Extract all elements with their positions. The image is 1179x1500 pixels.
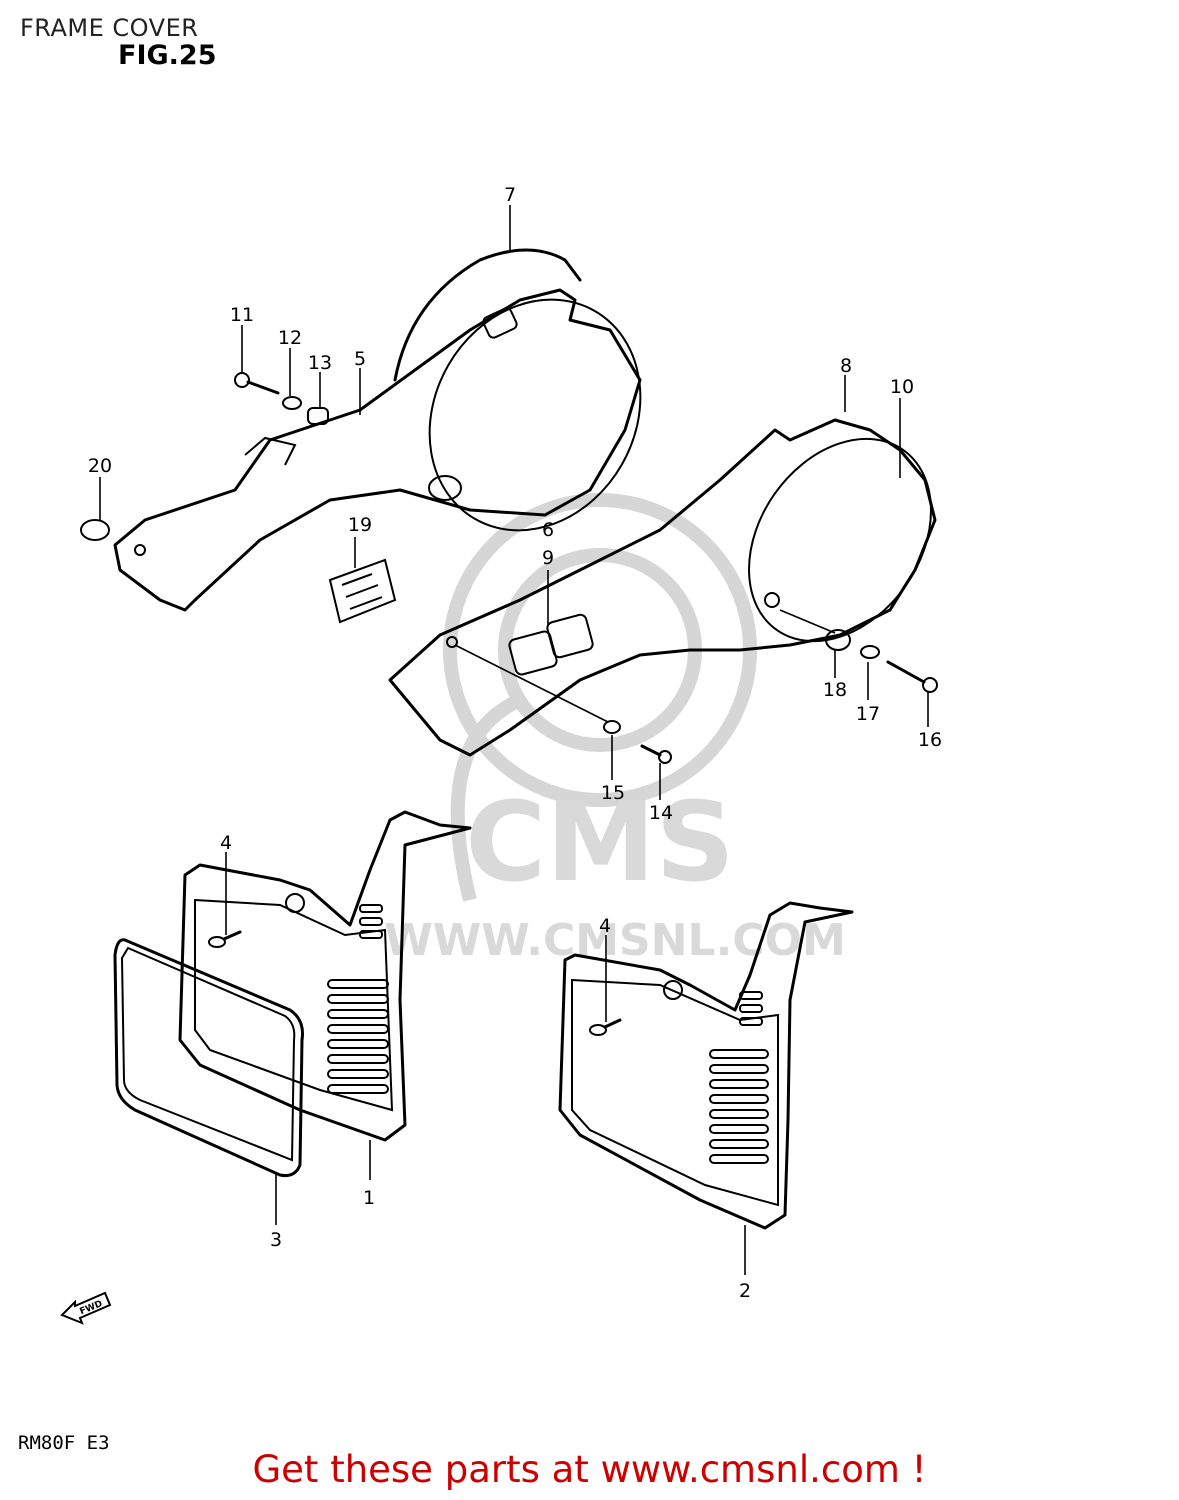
callout-4-left: 4 [220,832,232,854]
parts-link-banner[interactable]: Get these parts at www.cmsnl.com ! [252,1448,927,1491]
caution-label [328,558,397,624]
hardware-fasteners [80,372,938,764]
figure-number: FIG.25 [118,40,217,71]
callout-14: 14 [649,802,673,824]
callout-11: 11 [230,304,254,326]
leader-lines [99,205,929,1275]
callout-1: 1 [363,1187,375,1209]
callout-9: 9 [542,547,554,569]
callout-3: 3 [270,1229,282,1251]
callout-8: 8 [840,355,852,377]
page-title: FRAME COVER [20,14,199,42]
callout-5: 5 [354,348,366,370]
callout-15: 15 [601,782,625,804]
watermark-url: WWW.CMSNL.COM [384,915,846,966]
callout-6: 6 [542,519,554,541]
callout-2: 2 [739,1280,751,1302]
callout-19: 19 [348,514,372,536]
callout-18: 18 [823,679,847,701]
watermark-logo: CMS WWW.CMSNL.COM [384,493,846,966]
watermark-brand: CMS [465,778,734,906]
model-code: RM80F E3 [18,1432,110,1454]
callout-4-right: 4 [599,915,611,937]
part-number-callouts: 7 11 12 13 5 20 19 6 9 8 10 18 17 16 15 … [88,184,942,1302]
fwd-arrow-icon: FWD [60,1291,112,1325]
callout-10: 10 [890,376,914,398]
callout-16: 16 [918,729,942,751]
plate-seal [113,938,304,1177]
callout-17: 17 [856,703,880,725]
right-frame-cover [388,418,937,757]
callout-12: 12 [278,327,302,349]
number-plate-left [178,810,472,1142]
callout-7: 7 [504,184,516,206]
left-frame-cover [113,248,642,612]
callout-20: 20 [88,455,112,477]
callout-13: 13 [308,352,332,374]
number-plate-right [558,901,854,1230]
